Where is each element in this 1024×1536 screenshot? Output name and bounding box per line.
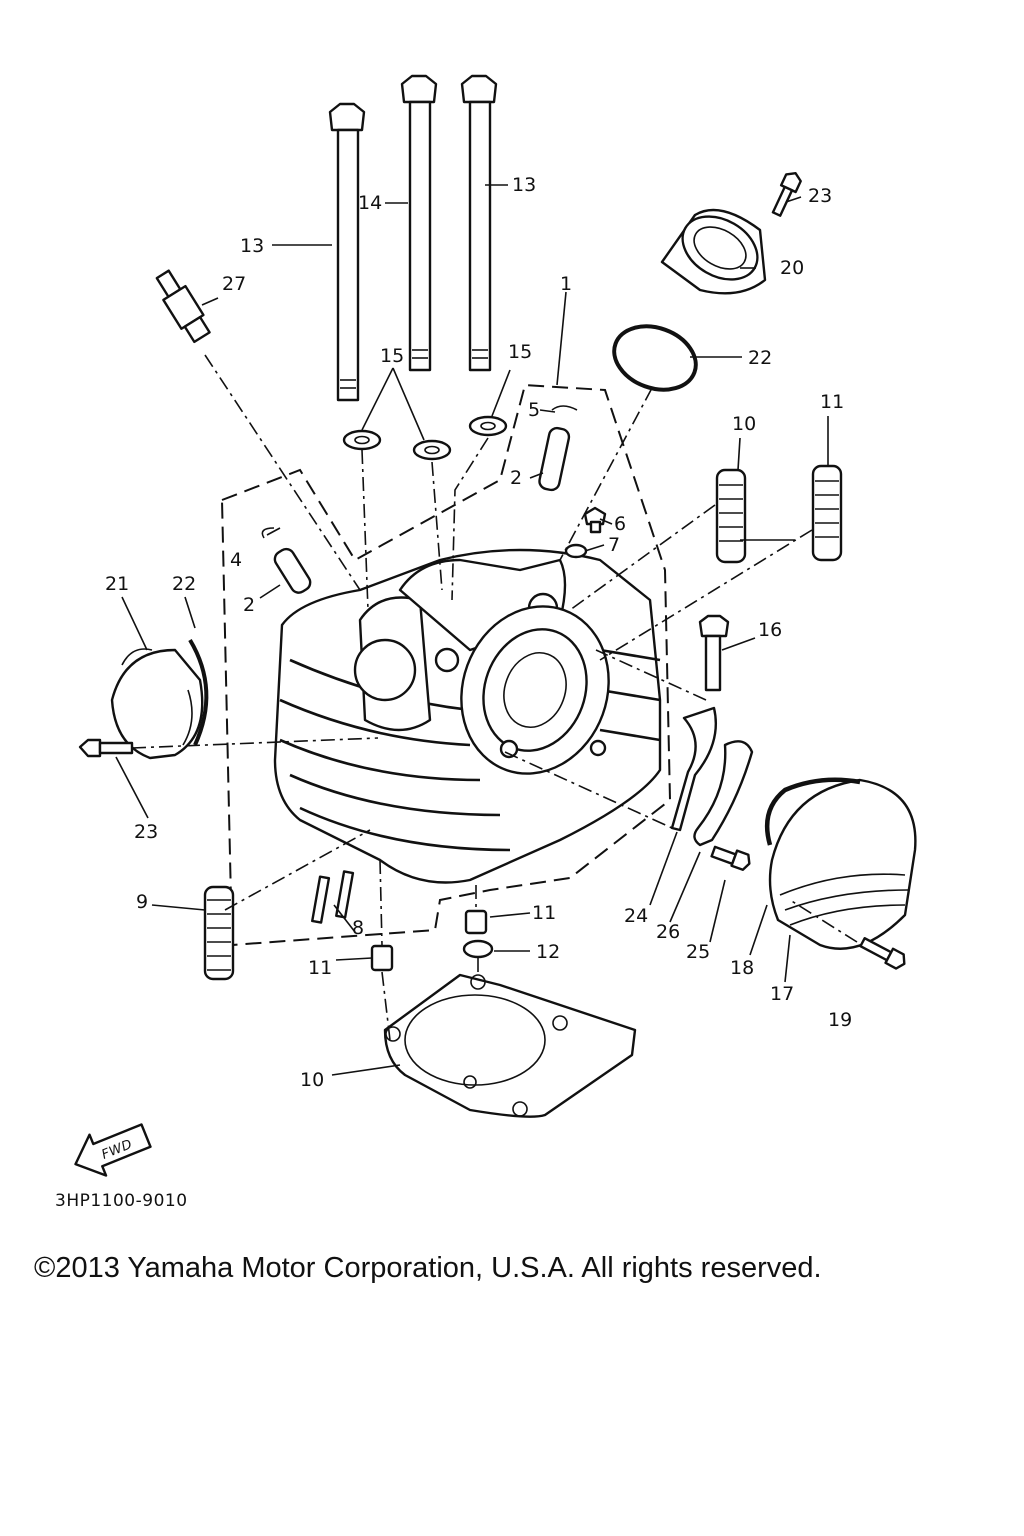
callout-8: 10 — [732, 413, 756, 435]
callout-26: 26 — [656, 921, 680, 943]
callout-18: 18 — [730, 957, 754, 979]
callout-labels: 13 14 13 27 15 15 1 5 2 6 7 22 20 23 11 … — [105, 174, 852, 1091]
o-ring-22-top — [612, 324, 698, 392]
callout-11-right: 11 — [532, 902, 556, 924]
callout-3-left: 4 — [230, 549, 242, 571]
callout-22-top: 22 — [748, 347, 772, 369]
callout-7: 9 — [136, 891, 148, 913]
callout-5: 7 — [608, 534, 620, 556]
dowel-11-right — [464, 909, 488, 935]
bolt-4 — [583, 506, 607, 534]
spring-9 — [811, 464, 843, 562]
callout-22-left: 22 — [172, 573, 196, 595]
stud-6 — [311, 870, 355, 924]
callout-23-left: 23 — [134, 821, 158, 843]
callout-13-left: 13 — [240, 235, 264, 257]
guide-2-upper — [538, 426, 571, 492]
callout-15-left: 15 — [380, 345, 404, 367]
callout-6: 8 — [352, 917, 364, 939]
callout-16: 16 — [758, 619, 782, 641]
spark-plug-27 — [155, 269, 211, 344]
gasket-18 — [764, 777, 861, 846]
head-bolt-13-right — [460, 74, 498, 372]
bolt-19 — [859, 936, 906, 970]
side-cover-21 — [110, 648, 204, 760]
callout-19: 19 — [828, 1009, 852, 1031]
washer-15-left — [342, 429, 382, 451]
gasket-24 — [670, 706, 718, 832]
callout-9: 11 — [820, 391, 844, 413]
callout-11-left: 11 — [308, 957, 332, 979]
callout-27: 27 — [222, 273, 246, 295]
fwd-arrow-icon: FWD — [74, 1123, 152, 1177]
spring-7 — [203, 885, 235, 981]
assembly-boundary-dashed — [220, 383, 672, 947]
o-ring-22-left — [188, 638, 209, 746]
copyright-notice: ©2013 Yamaha Motor Corporation, U.S.A. A… — [34, 1252, 822, 1284]
bolt-16 — [698, 614, 730, 692]
leader-lines — [115, 184, 858, 1076]
cylinder-cover-17 — [768, 778, 917, 950]
callout-25: 25 — [686, 941, 710, 963]
plate-26 — [693, 740, 754, 847]
diagram-code: 3HP1100-9010 — [55, 1191, 188, 1211]
head-bolt-13-left — [328, 102, 366, 402]
guide-2-left — [273, 547, 312, 594]
callout-15-right: 15 — [508, 341, 532, 363]
cylinder-head — [273, 548, 662, 884]
head-gasket-10 — [383, 973, 637, 1118]
head-bolt-14 — [400, 74, 438, 372]
clip-3-upper — [551, 405, 578, 411]
callout-24: 24 — [624, 905, 648, 927]
clip-3-left — [261, 527, 275, 539]
bolt-23-left — [78, 738, 134, 758]
callout-2-left: 2 — [243, 594, 255, 616]
callout-20: 20 — [780, 257, 804, 279]
dowel-11-left — [370, 944, 394, 972]
callout-1: 1 — [560, 273, 572, 295]
intake-joint-20 — [660, 208, 767, 295]
callout-14: 14 — [358, 192, 382, 214]
washer-15-mid — [412, 439, 452, 461]
callout-21: 21 — [105, 573, 129, 595]
bolt-25 — [710, 845, 751, 871]
bolt-23-top — [771, 172, 802, 217]
callout-4: 6 — [614, 513, 626, 535]
callout-10: 10 — [300, 1069, 324, 1091]
washer-15-right — [468, 415, 508, 437]
callout-23-top: 23 — [808, 185, 832, 207]
washer-5 — [564, 543, 588, 559]
callout-2-upper: 2 — [510, 467, 522, 489]
callout-3-upper: 5 — [528, 399, 540, 421]
callout-13-right: 13 — [512, 174, 536, 196]
o-ring-12 — [462, 939, 494, 959]
spring-8 — [715, 468, 747, 564]
callout-17: 17 — [770, 983, 794, 1005]
callout-12: 12 — [536, 941, 560, 963]
